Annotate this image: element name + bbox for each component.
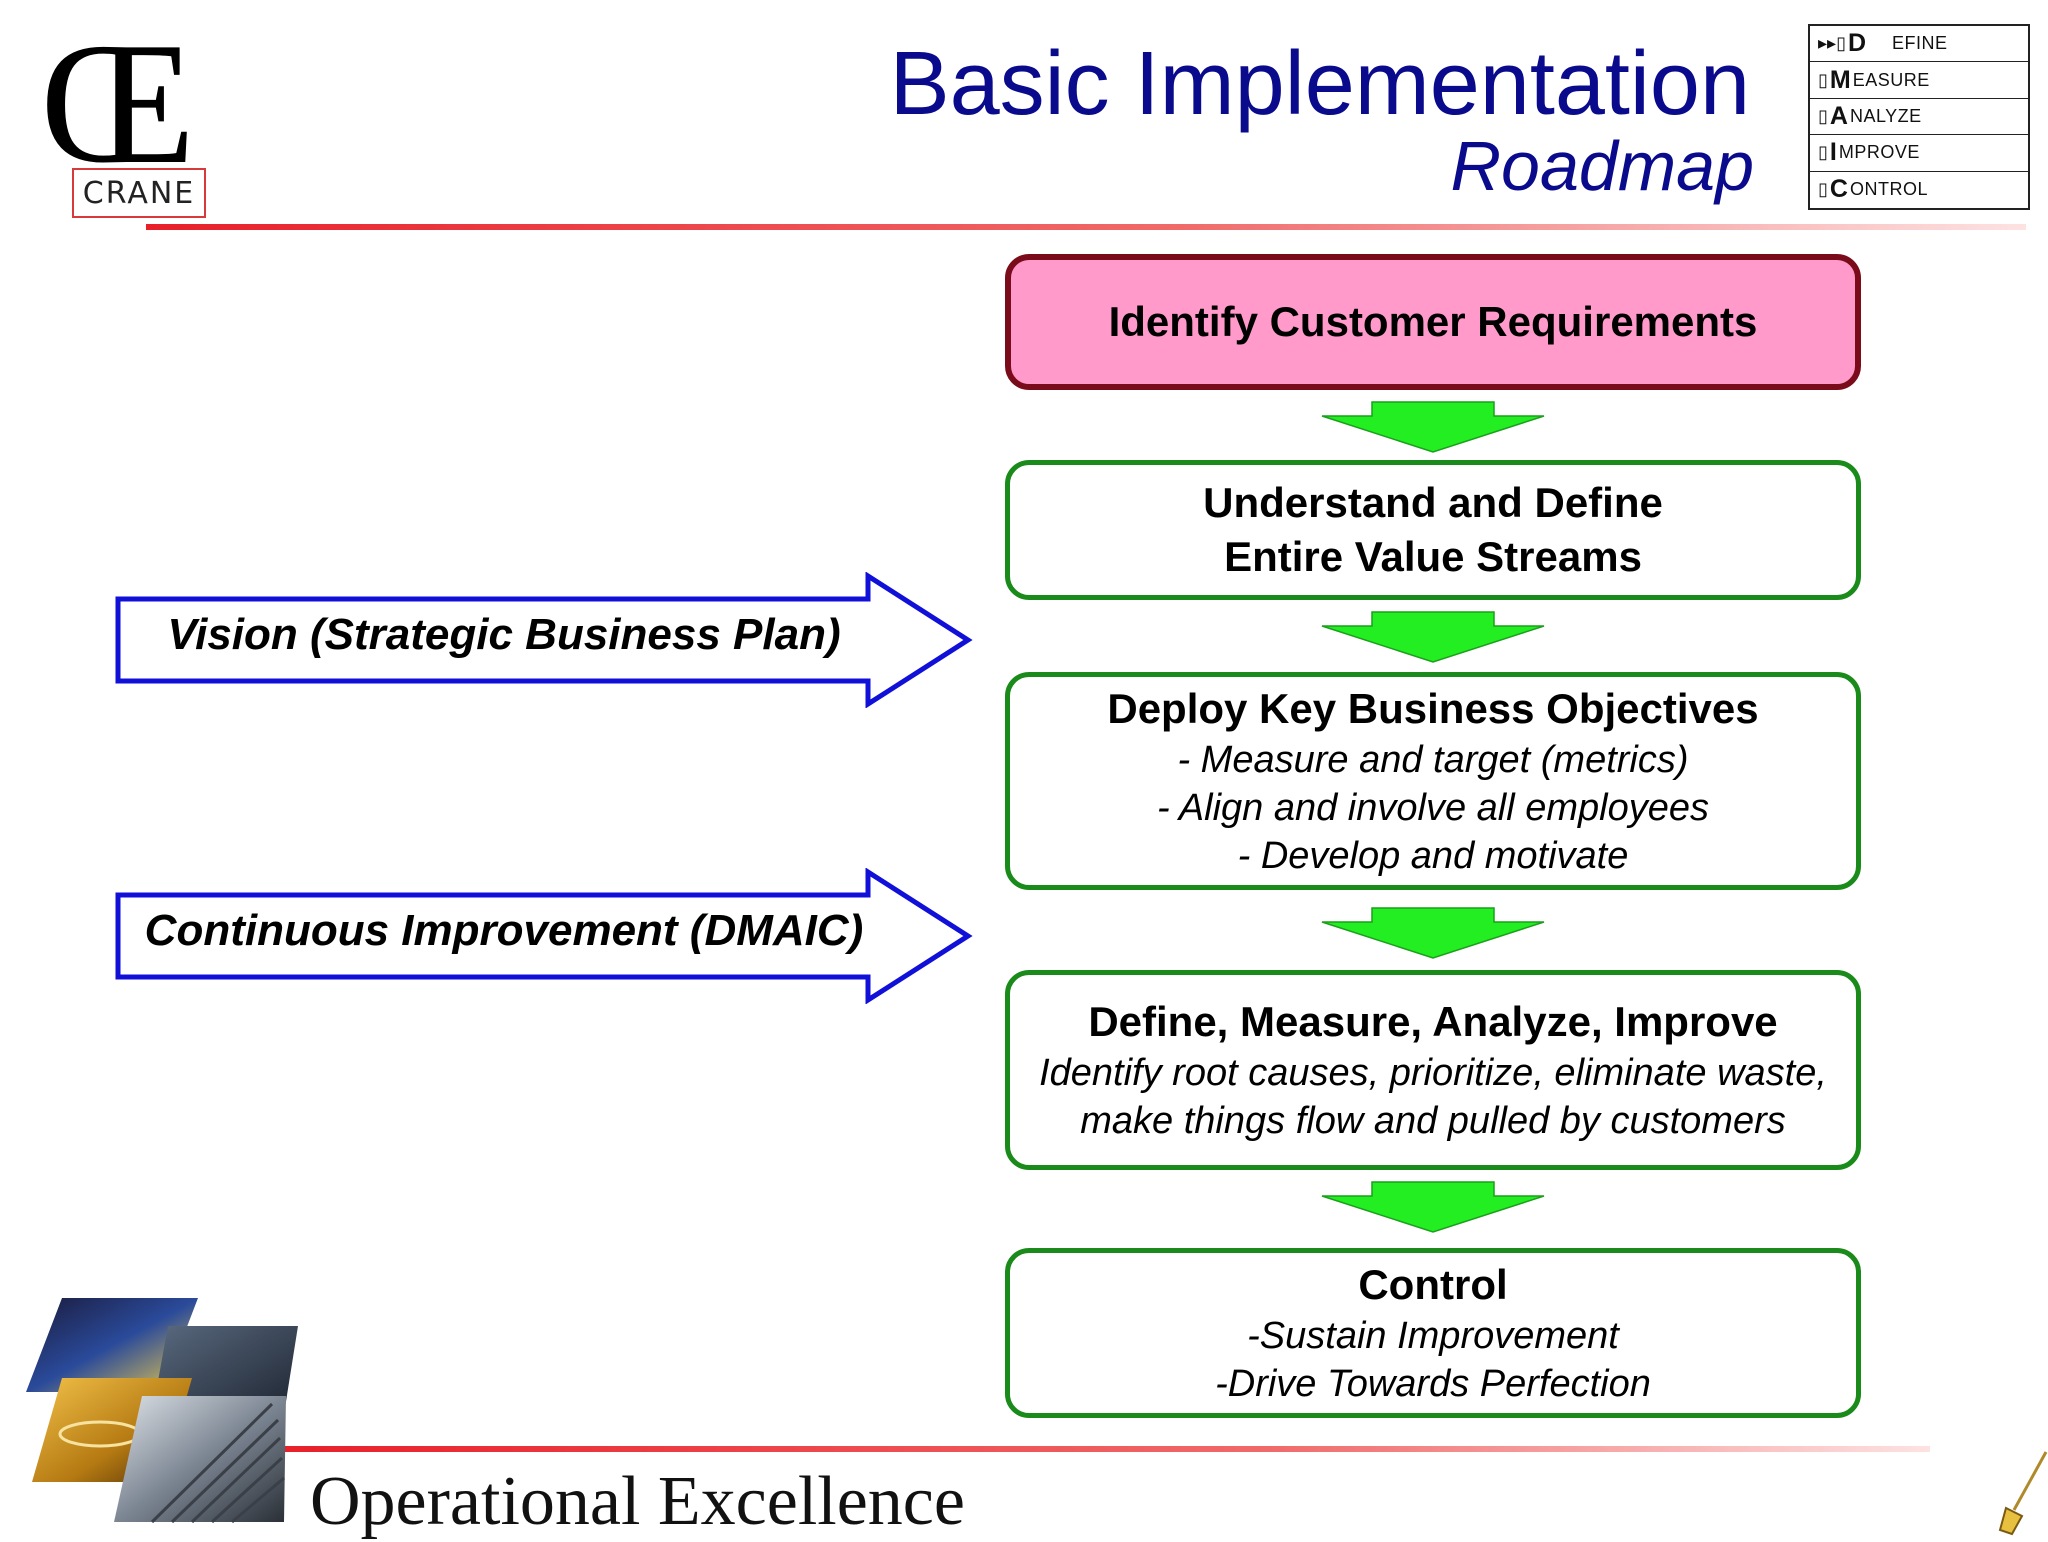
- page-subtitle: Roadmap: [1450, 127, 1754, 205]
- dmaic-initial: A: [1829, 101, 1848, 130]
- down-arrow-icon: [1321, 611, 1545, 663]
- checkbox-icon: ▯: [1818, 142, 1828, 163]
- vision-arrow-label: Vision (Strategic Business Plan): [167, 610, 841, 659]
- step-detail: - Align and involve all employees: [1156, 787, 1709, 829]
- vision-arrow: [115, 572, 973, 708]
- dmaic-label: EFINE: [1892, 33, 1948, 54]
- step-detail: Identify root causes, prioritize, elimin…: [1039, 1052, 1827, 1094]
- step-detail: -Sustain Improvement: [1247, 1315, 1619, 1357]
- step-control: Control -Sustain Improvement -Drive Towa…: [1005, 1248, 1861, 1418]
- header-divider: [146, 224, 2026, 230]
- step-deploy-business-objectives: Deploy Key Business Objectives - Measure…: [1005, 672, 1861, 890]
- dmaic-initial: C: [1829, 175, 1848, 204]
- continuous-improvement-arrow-label: Continuous Improvement (DMAIC): [144, 906, 864, 955]
- crane-logo: Œ CRANE: [40, 6, 240, 228]
- dmaic-initial: M: [1829, 65, 1851, 94]
- checkbox-icon: ▯: [1818, 69, 1828, 90]
- dmaic-label: EASURE: [1852, 69, 1930, 90]
- oe-logo-mark: Œ: [40, 6, 196, 200]
- down-arrow-icon: [1321, 907, 1545, 959]
- pencil-icon: [1998, 1451, 2048, 1536]
- step-heading: Identify Customer Requirements: [1108, 298, 1758, 345]
- footer-title: Operational Excellence: [310, 1463, 965, 1540]
- dmaic-item-define[interactable]: ▸▸▯D EFINE: [1810, 26, 2028, 63]
- step-heading-line-2: Entire Value Streams: [1224, 533, 1642, 580]
- step-detail: -Drive Towards Perfection: [1215, 1363, 1651, 1405]
- step-detail: make things flow and pulled by customers: [1080, 1100, 1786, 1142]
- step-heading: Deploy Key Business Objectives: [1107, 685, 1759, 732]
- crane-logo-text: CRANE: [72, 168, 206, 218]
- down-arrow-icon: [1321, 1181, 1545, 1233]
- down-arrow-icon: [1321, 401, 1545, 453]
- dmaic-label: ONTROL: [1849, 179, 1928, 200]
- dmaic-initial: I: [1829, 138, 1837, 167]
- step-understand-value-streams: Understand and Define Entire Value Strea…: [1005, 460, 1861, 600]
- photo-collage-image: [26, 1298, 298, 1524]
- step-identify-customer-requirements: Identify Customer Requirements: [1005, 254, 1861, 390]
- footer-divider: [280, 1446, 1930, 1452]
- dmaic-label: MPROVE: [1838, 142, 1920, 163]
- play-marker-icon: ▸▸▯: [1818, 33, 1846, 54]
- dmaic-label: NALYZE: [1849, 105, 1922, 126]
- checkbox-icon: ▯: [1818, 179, 1828, 200]
- step-heading: Control: [1358, 1261, 1508, 1308]
- step-heading: Understand and Define: [1203, 479, 1663, 526]
- page-title: Basic Implementation: [889, 34, 1750, 134]
- step-detail: - Measure and target (metrics): [1177, 739, 1689, 781]
- dmaic-initial: D: [1847, 29, 1867, 58]
- continuous-improvement-arrow: [115, 868, 973, 1004]
- step-heading: Define, Measure, Analyze, Improve: [1088, 998, 1778, 1045]
- checkbox-icon: ▯: [1818, 105, 1828, 126]
- step-define-measure-analyze-improve: Define, Measure, Analyze, Improve Identi…: [1005, 970, 1861, 1170]
- step-detail: - Develop and motivate: [1237, 835, 1629, 877]
